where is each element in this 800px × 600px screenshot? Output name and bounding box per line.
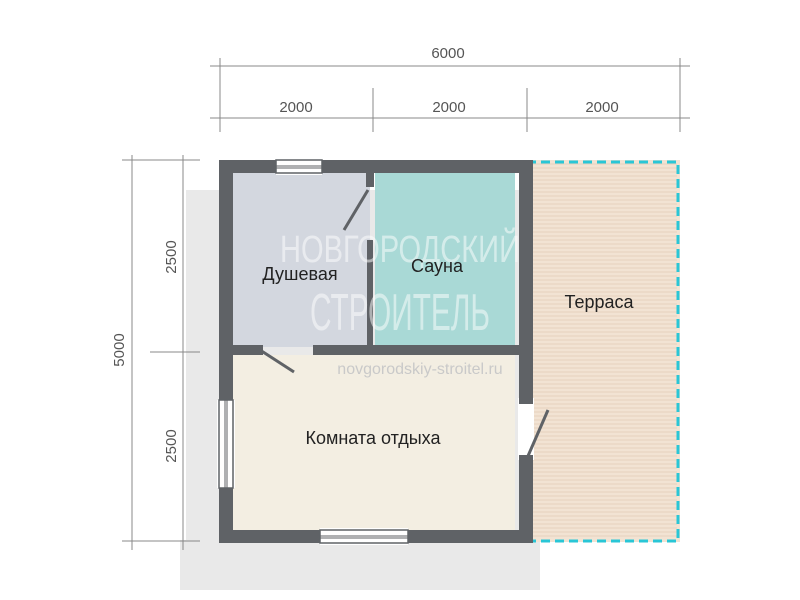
window-top	[275, 158, 323, 175]
door-shower-sauna	[342, 189, 370, 231]
dimension-left: 5000 2500 2500	[111, 155, 200, 550]
terrace-edge	[527, 160, 680, 543]
dim-segment-3: 2000	[585, 99, 618, 116]
window-bottom	[319, 528, 409, 545]
shower-floor	[233, 173, 370, 347]
dim-height-lower: 2500	[163, 429, 180, 462]
watermark: НОВГОРОДСКИЙ СТРОИТЕЛЬ	[280, 226, 520, 342]
window-left	[217, 399, 235, 489]
label-shower: Душевая	[262, 264, 337, 284]
sauna-floor	[375, 173, 515, 347]
door-entry	[526, 409, 550, 457]
lounge-floor	[233, 355, 515, 530]
dim-segment-2: 2000	[432, 99, 465, 116]
terrace	[527, 160, 680, 543]
dim-segment-1: 2000	[279, 99, 312, 116]
terrace-boards	[528, 163, 677, 537]
watermark-line1: НОВГОРОДСКИЙ	[280, 226, 520, 271]
dim-height-upper: 2500	[163, 240, 180, 273]
label-sauna: Сауна	[411, 256, 464, 276]
door-lounge	[259, 348, 295, 374]
dim-total-width: 6000	[431, 45, 464, 62]
door-opening-entry	[518, 398, 534, 460]
label-lounge: Комната отдыха	[306, 428, 442, 448]
terrace-floor	[527, 160, 680, 542]
label-terrace: Терраса	[564, 292, 634, 312]
dim-total-height: 5000	[111, 333, 128, 366]
watermark-line2: СТРОИТЕЛЬ	[310, 284, 490, 342]
dimension-top: 6000 2000 2000 2000	[210, 45, 690, 132]
watermark-url: novgorodskiy-stroitel.ru	[337, 361, 502, 378]
